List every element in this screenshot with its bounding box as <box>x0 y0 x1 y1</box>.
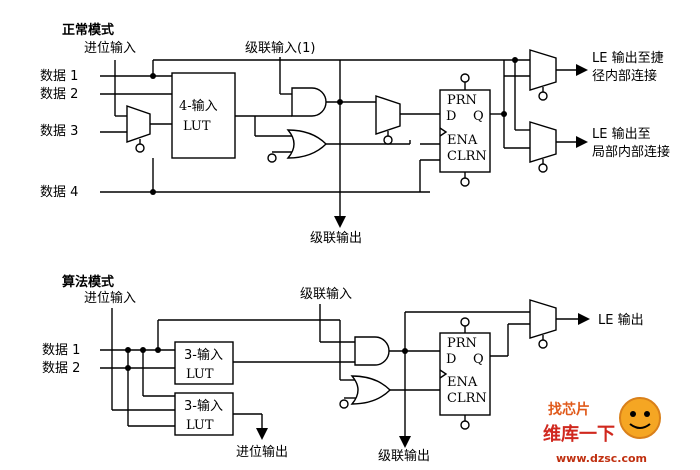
normal-mode-section: 正常模式 进位输入 数据 1 数据 2 数据 3 数据 4 4-输入 LUT 级… <box>40 22 670 246</box>
normal-data4-label: 数据 4 <box>40 185 78 200</box>
normal-carry-in-label: 进位输入 <box>84 40 136 56</box>
arith-reg-clrn: CLRN <box>447 391 487 406</box>
normal-out1-line2: 径内部连接 <box>592 68 657 84</box>
normal-and-gate <box>291 87 327 117</box>
normal-register-mux <box>375 95 401 135</box>
watermark-url: www.dzsc.com <box>556 452 647 465</box>
normal-mode-title: 正常模式 <box>62 22 114 38</box>
normal-input-mux <box>126 105 151 143</box>
arith-lut2-sub: LUT <box>186 418 214 433</box>
normal-register <box>439 89 491 173</box>
normal-data2-label: 数据 2 <box>40 87 78 102</box>
normal-out2-line2: 局部内部连接 <box>592 144 670 160</box>
arith-reg-d: D <box>446 352 456 367</box>
watermark-top: 找芯片 <box>548 401 590 418</box>
normal-or-gate <box>286 129 327 159</box>
normal-output-mux-2 <box>529 121 557 163</box>
arith-lut1-label: 3-输入 <box>184 347 223 363</box>
normal-out1-line1: LE 输出至捷 <box>592 50 664 66</box>
normal-lut-sub: LUT <box>183 119 211 134</box>
normal-reg-d: D <box>446 109 456 124</box>
normal-output-mux-1 <box>529 49 557 91</box>
arith-data1-label: 数据 1 <box>42 343 80 358</box>
normal-cascade-out-label: 级联输出 <box>310 230 362 246</box>
arith-lut2-label: 3-输入 <box>184 398 223 414</box>
normal-data3-label: 数据 3 <box>40 124 78 139</box>
watermark-main: 维库一下 <box>543 423 615 445</box>
normal-cascade-in-label: 级联输入(1) <box>245 40 315 56</box>
arith-or-gate <box>350 375 391 405</box>
normal-out2-line1: LE 输出至 <box>592 126 651 142</box>
arith-mode-title: 算法模式 <box>62 274 114 290</box>
arith-register <box>439 332 491 416</box>
arith-cascade-in-label: 级联输入 <box>300 286 352 302</box>
normal-lut-label: 4-输入 <box>179 98 218 114</box>
arith-reg-q: Q <box>473 352 484 367</box>
arith-output-mux <box>529 299 557 339</box>
arith-mode-section: 算法模式 进位输入 数据 1 数据 2 3-输入 LUT 3-输入 LUT 进位… <box>42 274 644 464</box>
arith-lut1-sub: LUT <box>186 367 214 382</box>
arith-carry-out-label: 进位输出 <box>236 444 288 460</box>
arith-reg-prn: PRN <box>447 336 477 351</box>
arith-reg-ena: ENA <box>447 375 478 390</box>
normal-reg-clrn: CLRN <box>447 149 487 164</box>
watermark-logo: 找芯片 维库一下 www.dzsc.com <box>543 397 661 465</box>
normal-data1-label: 数据 1 <box>40 69 78 84</box>
arith-and-gate <box>354 336 390 366</box>
normal-4-input-lut <box>171 72 236 159</box>
normal-reg-ena: ENA <box>447 133 478 148</box>
arith-carry-in-label: 进位输入 <box>84 290 136 306</box>
arith-lut-1 <box>174 341 234 385</box>
normal-reg-prn: PRN <box>447 93 477 108</box>
arith-data2-label: 数据 2 <box>42 361 80 376</box>
normal-reg-q: Q <box>473 109 484 124</box>
arith-cascade-out-label: 级联输出 <box>378 448 430 464</box>
arith-le-out-label: LE 输出 <box>598 312 644 328</box>
